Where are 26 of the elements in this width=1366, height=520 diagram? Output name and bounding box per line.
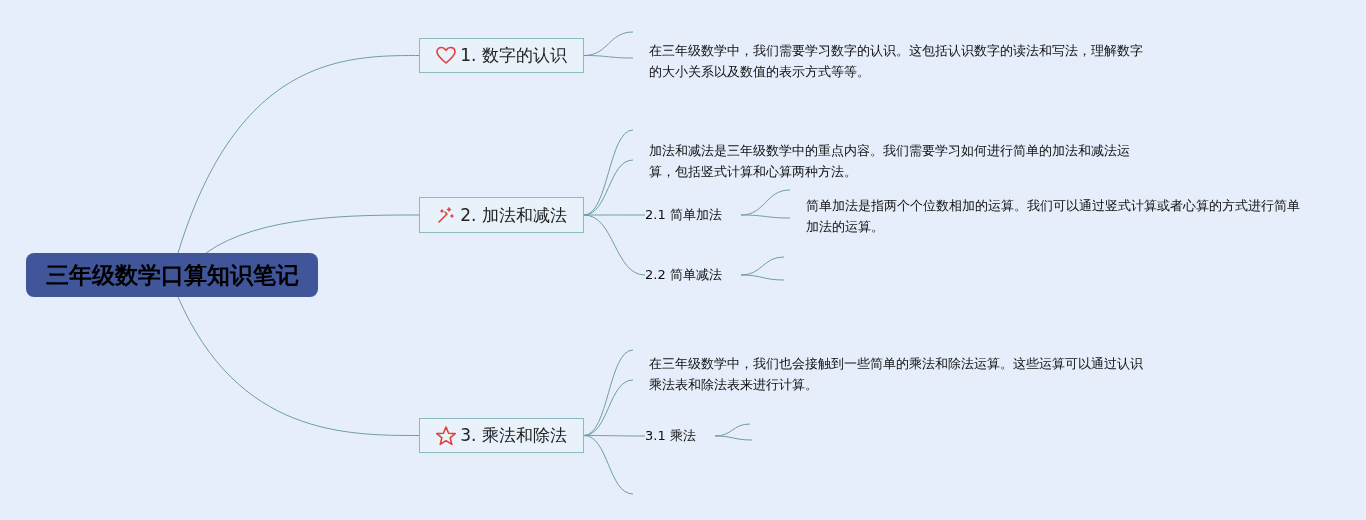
topic-title: 三年级数学口算知识笔记 <box>45 260 299 290</box>
topic-box <box>419 38 584 73</box>
connector-line <box>205 214 420 254</box>
connector-line <box>177 55 420 254</box>
connector-line <box>583 214 646 276</box>
note-text: 在三年级数学中，我们也会接触到一些简单的乘法和除法运算。这些运算可以通过认识乘法表和除法表来进行计算。 <box>649 355 1144 394</box>
topic-box <box>419 197 584 233</box>
subtopic-label: 3.1 乘法 <box>645 427 696 445</box>
connector-line <box>583 214 646 216</box>
connector-line <box>740 274 785 281</box>
note-text: 加法和减法是三年级数学中的重点内容。我们需要学习如何进行简单的加法和减法运算，包括竖式计算和心算两种方法。 <box>649 142 1131 181</box>
connector-line <box>583 379 634 436</box>
note-text: 简单加法是指两个个位数相加的运算。我们可以通过竖式计算或者心算的方式进行简单加法的运算。 <box>806 197 1301 236</box>
connector-line <box>177 296 420 436</box>
connector-line <box>583 55 634 59</box>
topic-title: 3. 乘法和除法 <box>460 424 567 447</box>
connector-line <box>740 214 791 219</box>
subtopic-label: 2.1 简单加法 <box>645 206 722 224</box>
subtopic-label: 2.2 简单减法 <box>645 266 722 284</box>
topic-box <box>419 418 584 453</box>
topic-title: 1. 数字的认识 <box>460 44 567 67</box>
connector-line <box>583 435 634 495</box>
connector-line <box>714 435 753 441</box>
topic-title: 2. 加法和减法 <box>460 203 567 227</box>
central-topic <box>26 253 318 297</box>
note-text: 在三年级数学中，我们需要学习数字的认识。这包括认识数字的读法和写法，理解数字的大小关系以及数值的表示方式等等。 <box>649 42 1144 81</box>
